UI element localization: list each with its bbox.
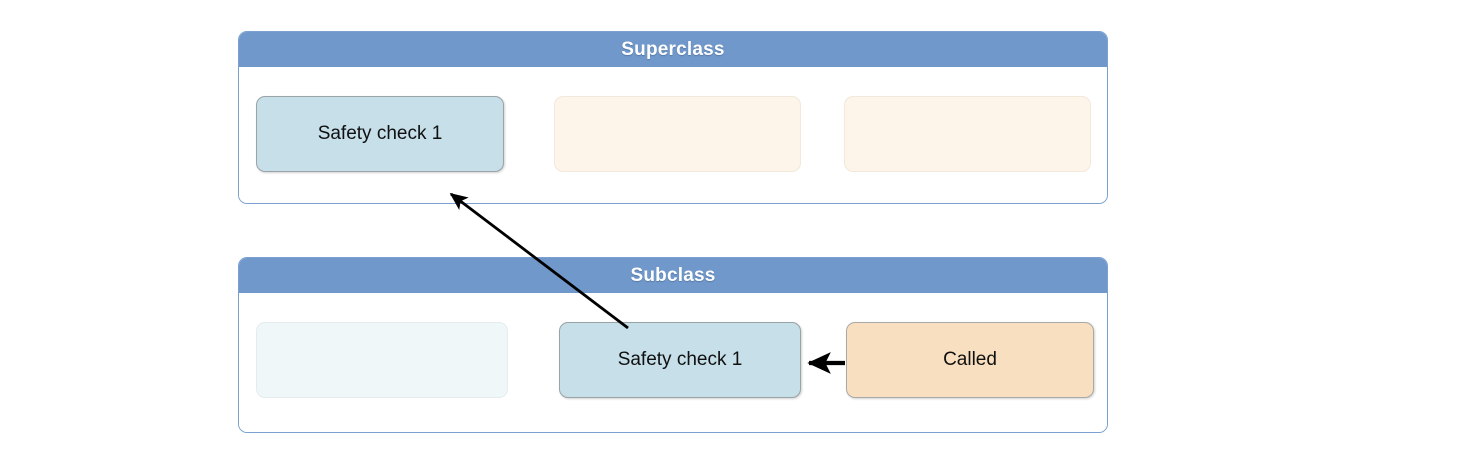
subclass-title: Subclass xyxy=(630,264,716,286)
superclass-header: Superclass xyxy=(239,32,1107,67)
superclass-slot-safety-check-1[interactable]: Safety check 1 xyxy=(256,96,504,172)
subclass-body: Safety check 1 Called xyxy=(239,293,1107,432)
superclass-slot-1-label: Safety check 1 xyxy=(317,123,443,144)
subclass-header: Subclass xyxy=(239,258,1107,293)
subclass-slot-1[interactable] xyxy=(256,322,508,398)
superclass-title: Superclass xyxy=(621,38,725,60)
subclass-slot-2-label: Safety check 1 xyxy=(617,349,743,370)
superclass-container[interactable]: Superclass Safety check 1 xyxy=(238,31,1108,204)
superclass-slot-3[interactable] xyxy=(844,96,1091,172)
subclass-slot-called[interactable]: Called xyxy=(846,322,1094,398)
subclass-slot-safety-check-1[interactable]: Safety check 1 xyxy=(559,322,801,398)
subclass-slot-3-label: Called xyxy=(943,349,997,370)
subclass-container[interactable]: Subclass Safety check 1 Called xyxy=(238,257,1108,433)
superclass-slot-2[interactable] xyxy=(554,96,801,172)
superclass-body: Safety check 1 xyxy=(239,67,1107,203)
